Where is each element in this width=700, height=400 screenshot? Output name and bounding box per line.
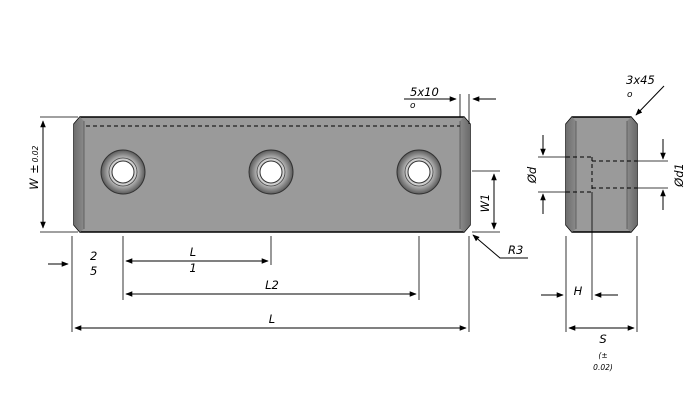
- chamfer-degree: o: [410, 101, 416, 111]
- s-dimension: S (± 0.02): [568, 236, 638, 372]
- s-tol-open: (±: [598, 351, 607, 360]
- width-pm: ±: [27, 164, 41, 174]
- side-view: 3x45 o Ød Ød1: [525, 73, 686, 372]
- l2-label: L2: [265, 278, 279, 292]
- edge-offset-label-bottom: 5: [90, 264, 97, 278]
- l2-dimension: L2: [125, 236, 420, 300]
- d-dimension: Ød: [525, 135, 570, 214]
- s-label: S: [599, 332, 606, 346]
- front-view: W ± 0.02 5x10 o 2 5 L 1: [27, 85, 528, 332]
- chamfer-label: 5x10: [410, 85, 439, 99]
- width-dimension: W ± 0.02: [27, 116, 78, 233]
- mounting-hole: [100, 149, 146, 195]
- d-label: Ød: [525, 166, 539, 184]
- l1-dimension: L 1: [122, 236, 272, 300]
- w1-dimension: W1: [472, 170, 500, 233]
- length-dimension: L: [71, 236, 470, 332]
- s-tol-value: 0.02): [593, 363, 613, 372]
- edge-offset-dimension: 2 5: [48, 249, 97, 278]
- length-label: L: [269, 312, 275, 326]
- h-label: H: [574, 284, 583, 298]
- mounting-hole: [248, 149, 294, 195]
- d1-dimension: Ød1: [634, 139, 686, 210]
- radius-annotation: R3: [472, 234, 528, 259]
- left-bevel: [74, 117, 84, 232]
- width-label: W: [27, 178, 41, 190]
- hidden-bore: [566, 156, 637, 193]
- w1-label: W1: [478, 194, 492, 213]
- side-chamfer-label: 3x45: [626, 73, 655, 87]
- side-body: [565, 116, 638, 233]
- right-bevel: [460, 117, 470, 232]
- h-dimension: H: [541, 192, 618, 332]
- chamfer-annotation: 5x10 o: [404, 85, 496, 124]
- l1-label: L: [190, 245, 196, 259]
- side-chamfer-degree: o: [627, 90, 633, 100]
- l1-subscript: 1: [189, 261, 196, 275]
- radius-label: R3: [508, 243, 523, 257]
- mounting-hole: [396, 149, 442, 195]
- width-tolerance: 0.02: [31, 145, 40, 162]
- side-chamfer-annotation: 3x45 o: [626, 73, 665, 116]
- d1-label: Ød1: [672, 163, 686, 188]
- edge-offset-label-top: 2: [90, 249, 97, 263]
